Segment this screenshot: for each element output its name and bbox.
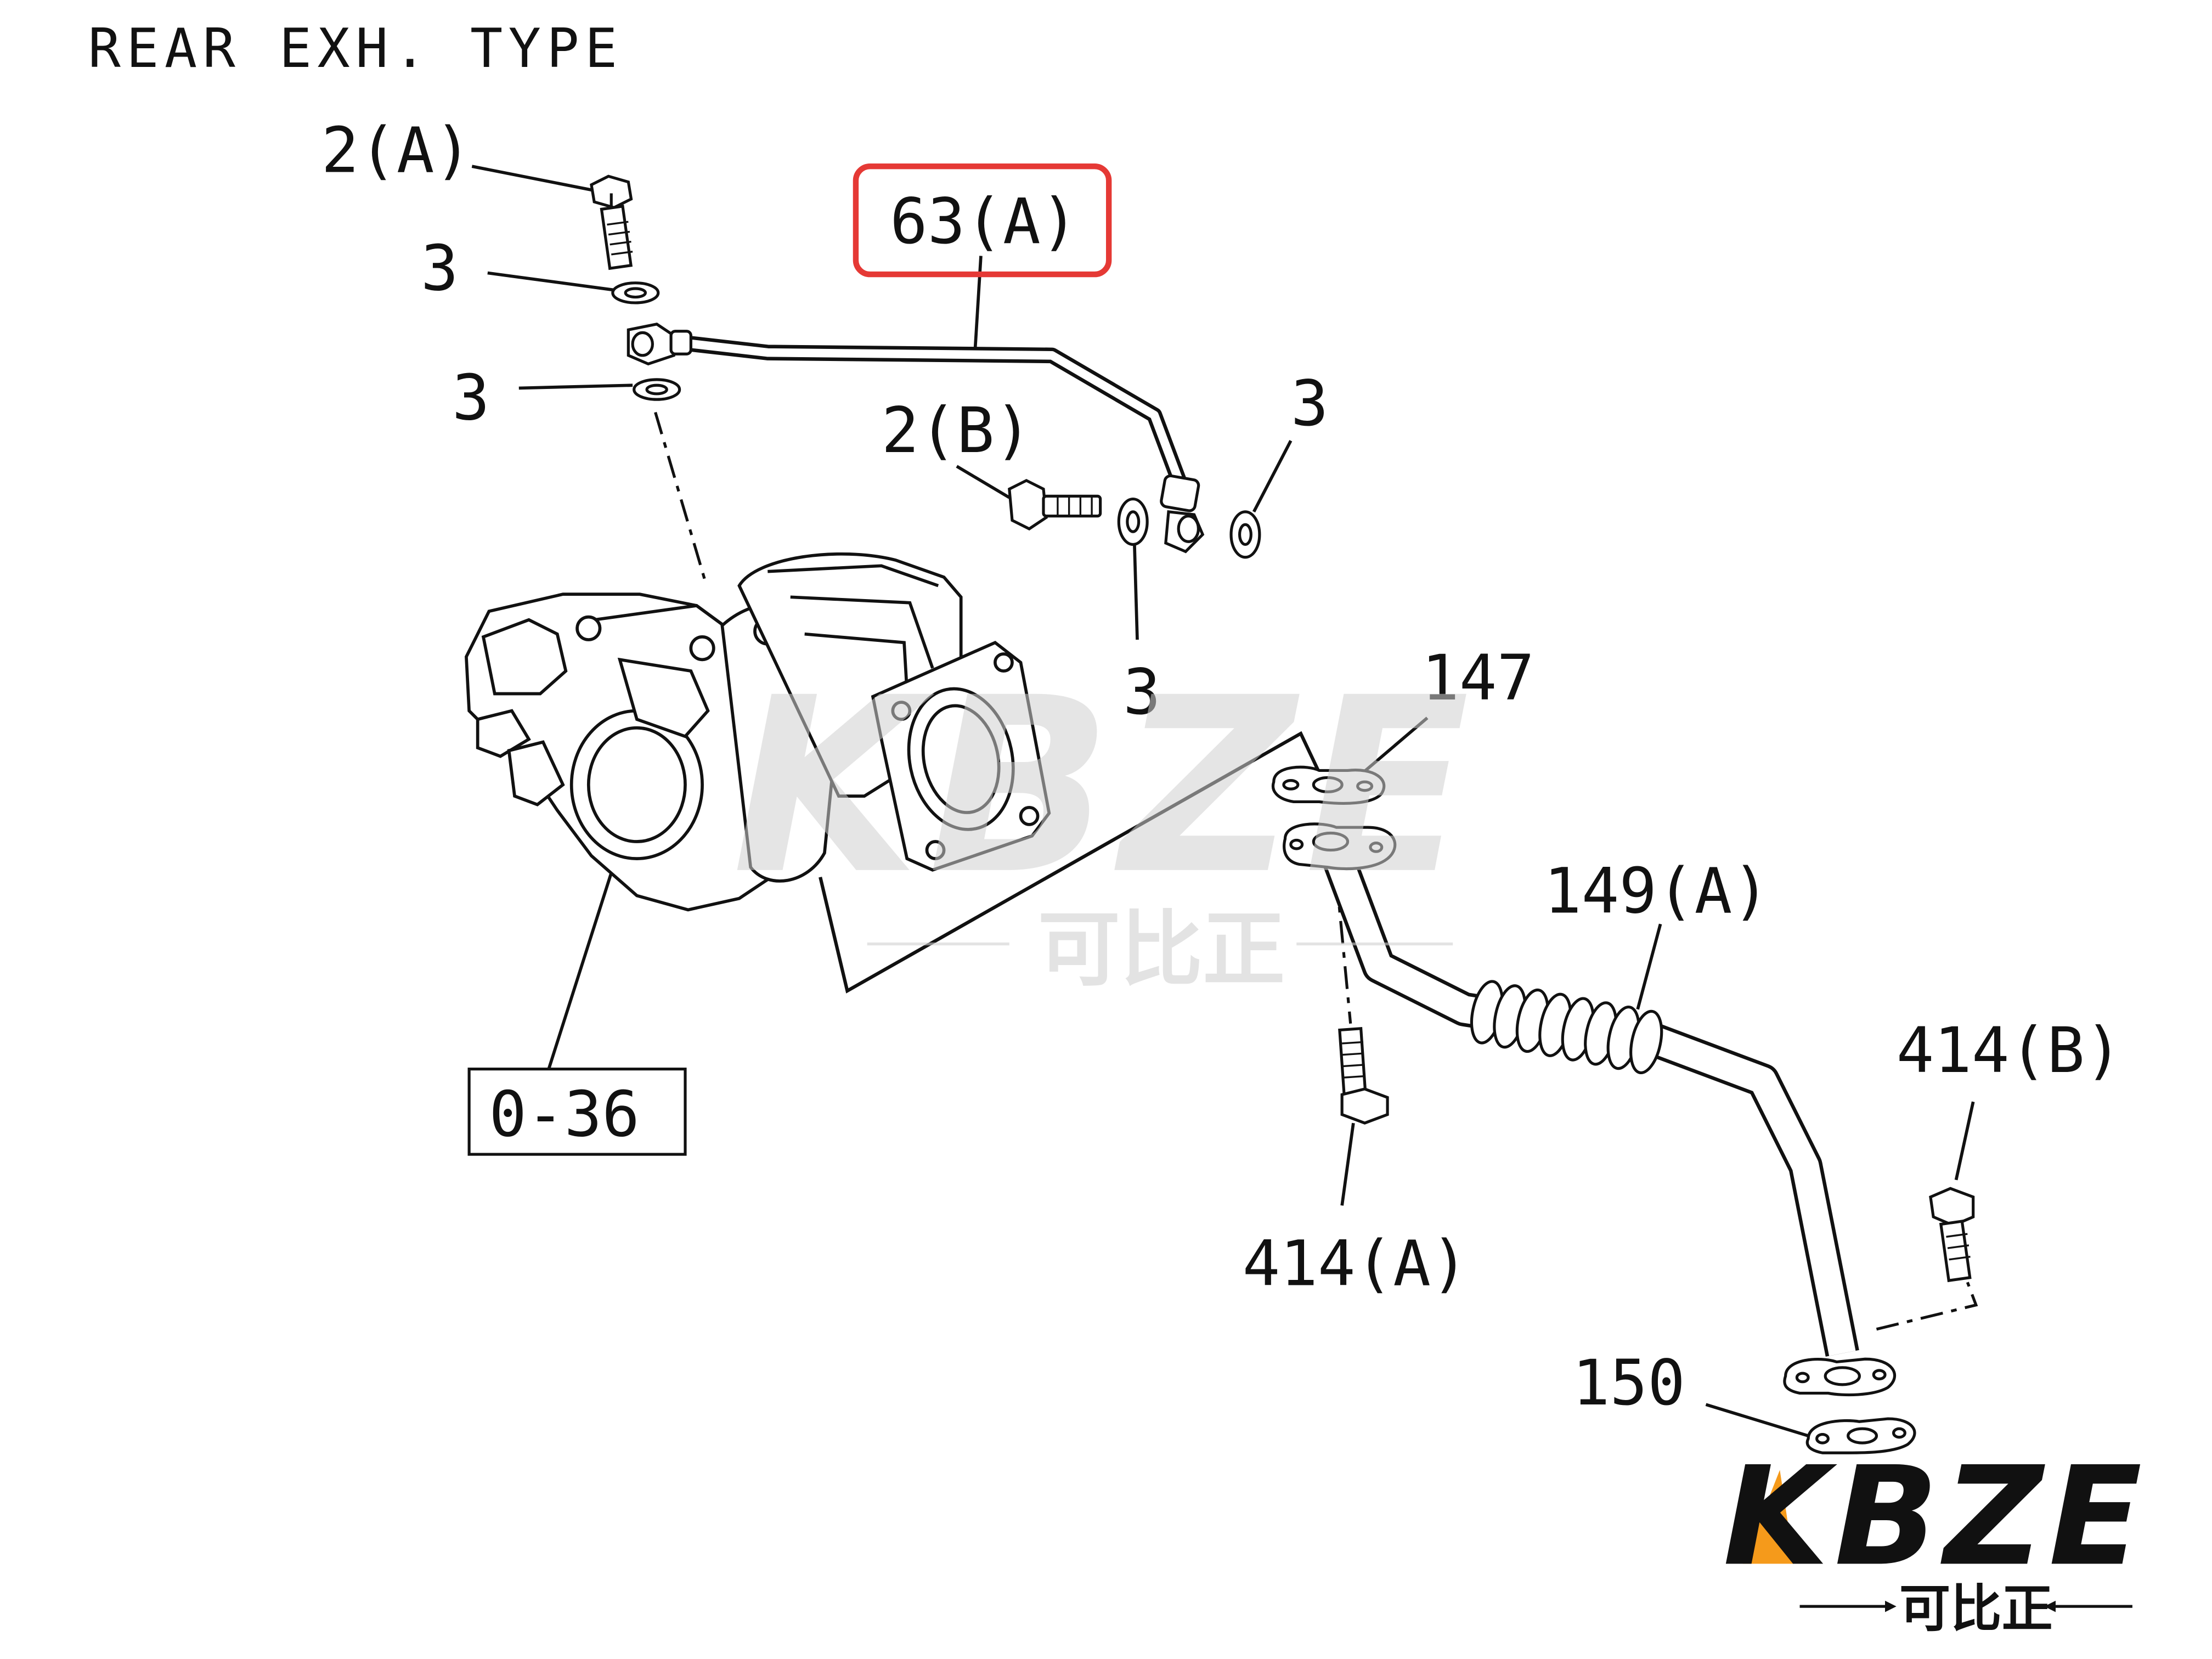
callout-gasket-150: 150 xyxy=(1572,1346,1685,1419)
highlight-box xyxy=(853,163,1112,278)
oil-feed-pipe-icon xyxy=(627,323,1205,554)
washer-icons xyxy=(611,281,1261,559)
bracket-line xyxy=(819,731,1327,994)
callout-bolt-414b: 414(B) xyxy=(1897,1014,2123,1087)
bolt-2a-icon xyxy=(590,174,633,270)
callout-washer-right: 3 xyxy=(1291,367,1329,440)
bolt-414b-icon xyxy=(1929,1187,1975,1283)
watermark-chinese-center: 可比正 xyxy=(1038,902,1285,998)
callout-bolt-2b: 2(B) xyxy=(882,394,1032,467)
callout-gasket-147: 147 xyxy=(1421,641,1534,714)
callout-washer-mid: 3 xyxy=(452,361,490,434)
logo-accent-icon xyxy=(1742,1470,1795,1564)
logo-brand: KBZE xyxy=(1723,1437,2148,1596)
callout-bolt-2a: 2(A) xyxy=(321,114,472,187)
callout-turbo-ref: 0-36 xyxy=(489,1077,640,1150)
gasket-150-icon xyxy=(1805,1417,1916,1454)
callout-washer-top: 3 xyxy=(421,232,459,305)
oil-return-pipe-icon xyxy=(1283,822,1896,1397)
callout-washer-lower: 3 xyxy=(1123,656,1161,729)
callout-labels: 2(A) 3 3 63(A) 2(B) 3 3 147 149(A) 414(B… xyxy=(321,114,2123,1420)
turbocharger-icon xyxy=(465,552,1051,912)
bolt-2b-icon xyxy=(1008,478,1102,531)
logo-chinese: 可比正 xyxy=(1899,1578,2053,1638)
dash-dot-lines xyxy=(654,411,1978,1331)
watermark-center: KBZE 可比正 xyxy=(732,646,1478,998)
turbo-ref-box xyxy=(467,1068,687,1156)
gasket-147-icon xyxy=(1272,765,1386,805)
bolt-414a-icon xyxy=(1338,1027,1389,1125)
callout-return-pipe: 149(A) xyxy=(1544,855,1770,928)
callout-oil-pipe: 63(A) xyxy=(890,185,1078,258)
watermark-brand-center: KBZE xyxy=(732,646,1478,927)
diagram-title: REAR EXH. TYPE xyxy=(88,18,623,80)
kbze-logo: KBZE 可比正 xyxy=(1723,1437,2148,1638)
leader-lines xyxy=(471,165,1975,1437)
callout-bolt-414a: 414(A) xyxy=(1243,1227,1469,1300)
